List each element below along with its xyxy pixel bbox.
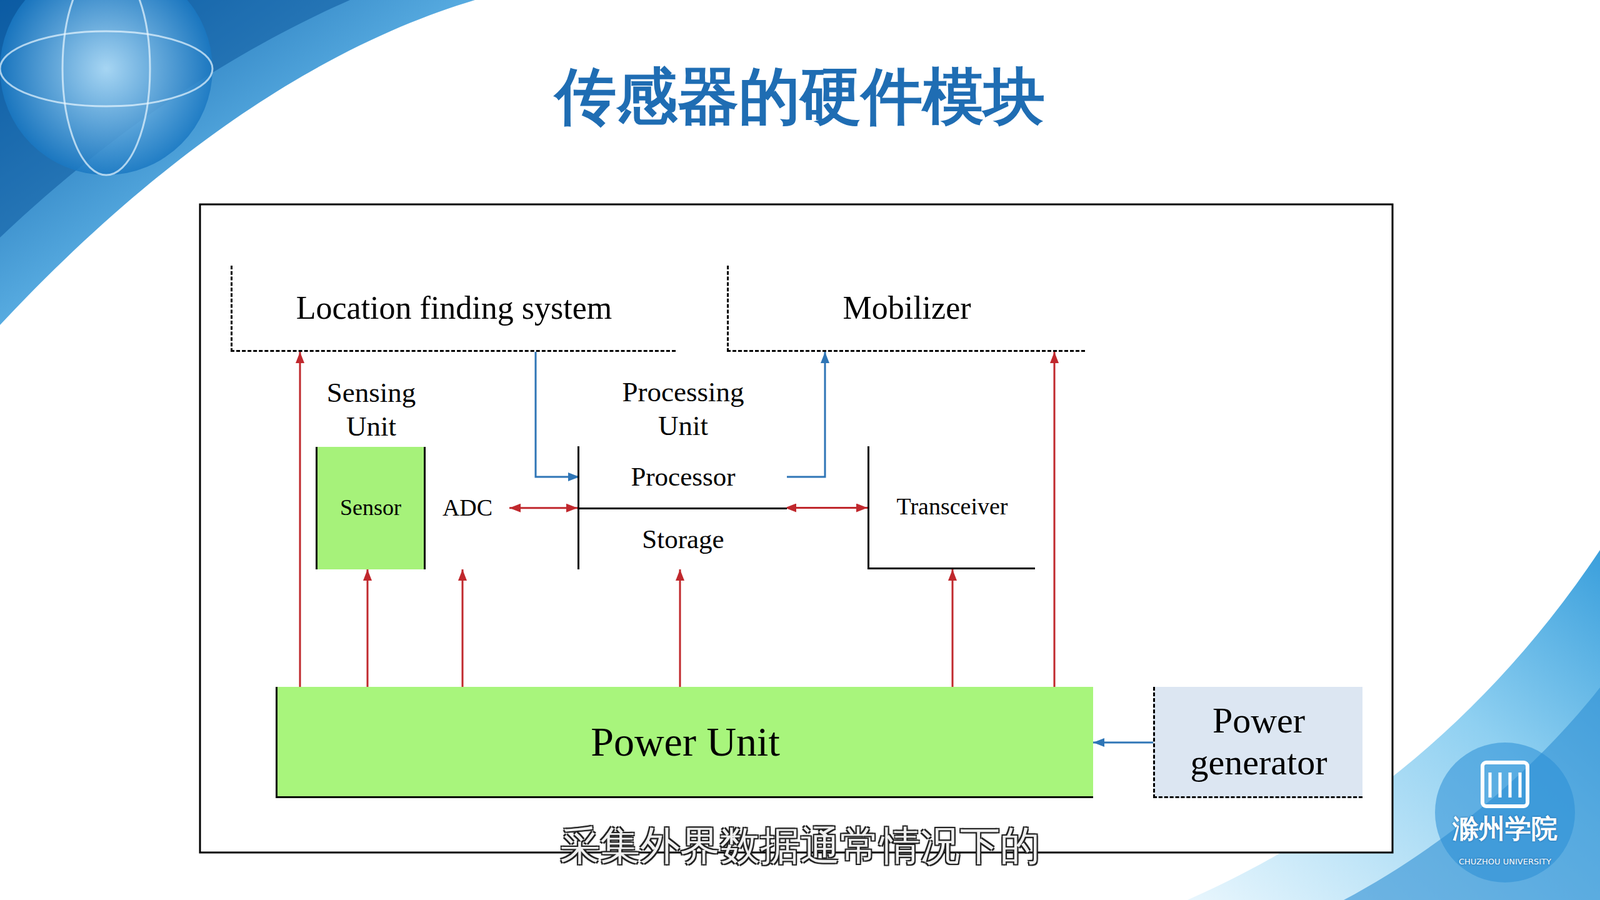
unit-group-box: SensorADCSensing Unit — [315, 446, 508, 570]
storage-box: Storage — [579, 507, 787, 570]
adc-box: ADC — [425, 446, 510, 570]
connector-arrow — [509, 506, 578, 509]
logo-emblem — [1490, 772, 1520, 798]
node-label: Power generator — [1163, 700, 1354, 784]
connector-arrow — [461, 569, 464, 687]
logo-emblem — [1482, 762, 1528, 807]
globe — [0, 0, 213, 175]
unit-heading: Sensing Unit — [308, 375, 434, 444]
node-label: Transceiver — [896, 493, 1009, 521]
unit-group-box: ProcessorStorageProcessing Unit — [577, 446, 785, 570]
connector-arrow — [786, 351, 825, 477]
node-label: Processor — [630, 461, 735, 492]
node-label: ADC — [442, 494, 493, 522]
connector-arrow — [535, 351, 580, 477]
node-label: Mobilizer — [842, 289, 971, 327]
connector-arrow — [785, 506, 868, 509]
slide-title: 传感器的硬件模块 — [0, 56, 1600, 139]
connector-arrow — [1093, 741, 1154, 744]
transceiver-box: Transceiver — [867, 446, 1035, 570]
connector-arrow — [951, 569, 954, 687]
power-generator-box: Power generator — [1153, 686, 1363, 799]
logo-disc — [1435, 742, 1575, 883]
unit-heading: Processing Unit — [601, 375, 765, 443]
connector-arrow — [366, 569, 369, 687]
video-subtitle: 采集外界数据通常情况下的 — [0, 818, 1600, 874]
connector-arrow — [299, 351, 302, 687]
sensor-box: Sensor — [317, 446, 426, 570]
processor-box: Processor — [579, 446, 787, 508]
logo-subtitle: CHUZHOU UNIVERSITY — [1458, 856, 1552, 867]
globe-ring — [62, 0, 150, 175]
node-label: Location finding system — [296, 289, 612, 327]
node-label: Power Unit — [590, 718, 780, 766]
power-unit-band: Power Unit — [275, 686, 1094, 799]
module-frame — [200, 204, 1393, 853]
dashed-module-box: Mobilizer — [726, 265, 1085, 352]
node-label: Storage — [641, 523, 724, 555]
dashed-module-box: Location finding system — [230, 265, 676, 352]
node-label: Sensor — [340, 495, 402, 521]
logo-wordmark: 滁州学院 — [1452, 811, 1558, 847]
connector-arrow — [1053, 351, 1056, 687]
globe-ring — [0, 31, 213, 107]
connector-arrow — [679, 569, 682, 687]
